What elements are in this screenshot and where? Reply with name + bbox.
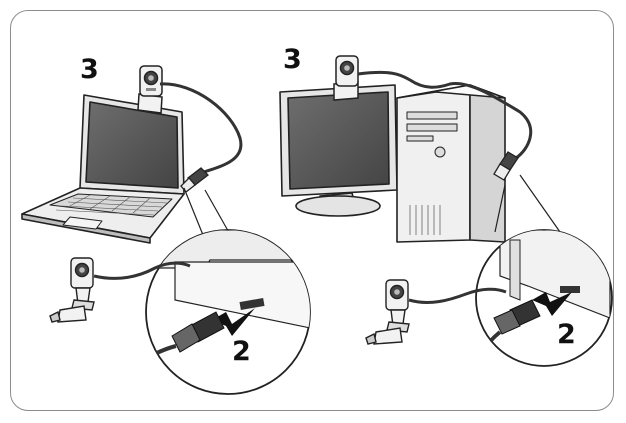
- usb-cable-right: [408, 287, 507, 304]
- step-number-laptop-connect: 3: [80, 54, 99, 85]
- monitor: [279, 84, 398, 217]
- pc-tower: [396, 84, 506, 243]
- step-number-desktop-connect: 3: [283, 44, 302, 75]
- laptop: [21, 94, 185, 244]
- webcam-clip-left: [49, 257, 95, 323]
- usb-plug-tower: [493, 151, 519, 181]
- usb-cable-laptop: [159, 82, 243, 174]
- webcam-clip-right: [365, 279, 410, 345]
- usb-plug-laptop: [180, 167, 209, 193]
- usb-cable-left: [93, 261, 191, 280]
- webcam-monitor: [333, 55, 359, 101]
- magnifier-tower-port: [475, 229, 613, 367]
- magnifier-laptop-port: [145, 229, 311, 395]
- step-number-laptop-plug: 2: [232, 336, 251, 367]
- step-number-desktop-plug: 2: [557, 319, 576, 350]
- webcam-laptop: [137, 65, 163, 114]
- usb-cable-monitor: [357, 70, 533, 160]
